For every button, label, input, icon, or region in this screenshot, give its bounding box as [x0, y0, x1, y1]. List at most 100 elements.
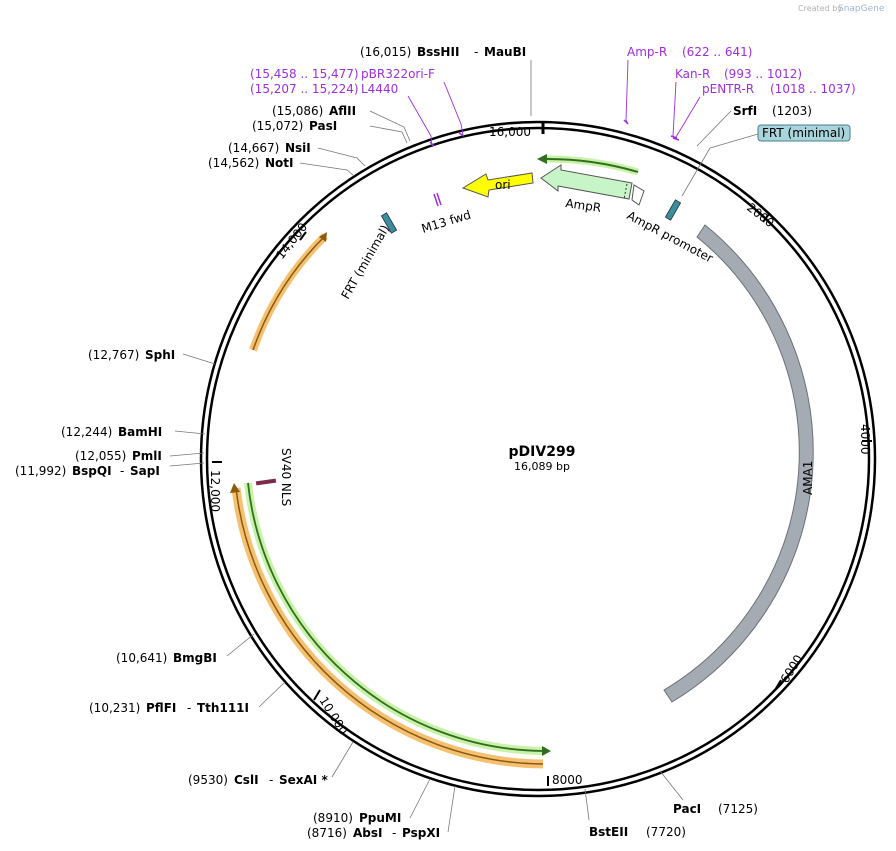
enzyme-pos-pflfi: (10,231) — [89, 701, 140, 715]
leader-bmgbi — [226, 633, 255, 657]
enzyme-name-bmgbi[interactable]: BmgBI — [173, 651, 217, 665]
primer-range-kan-r: (993 .. 1012) — [724, 67, 802, 81]
leader-pmli — [169, 452, 205, 457]
enzyme-name-pflfi[interactable]: PflFI — [146, 701, 176, 715]
orf-left-orange[interactable] — [252, 235, 326, 351]
enzyme-name-paci[interactable]: PacI — [673, 802, 701, 816]
tick-6000 — [774, 679, 782, 691]
leader-pflfi — [258, 681, 286, 708]
orf-bottom-orange[interactable] — [235, 487, 544, 765]
enzyme-pos-aflii: (15,086) — [272, 104, 323, 118]
leader-bamhi — [174, 430, 206, 435]
leader-amp-r — [625, 59, 629, 125]
credit-prefix: Created by — [798, 4, 842, 13]
enzyme-pos-bmgbi: (10,641) — [116, 651, 167, 665]
orf-bottom-green-head — [542, 746, 551, 756]
leader-nsii — [317, 147, 366, 167]
primer-range-amp-r: (622 .. 641) — [682, 45, 752, 59]
enzyme-pos-bamhi: (12,244) — [61, 425, 112, 439]
svg-text:-: - — [269, 773, 273, 787]
ruler-label-4000: 4000 — [858, 424, 872, 455]
svg-text:-: - — [392, 826, 396, 840]
leader-kan-r — [672, 81, 677, 137]
primer-name-pentr-r[interactable]: pENTR-R — [702, 82, 754, 96]
svg-text:-: - — [120, 464, 124, 478]
enzyme-pos-pasi: (15,072) — [252, 119, 303, 133]
leader-csli — [331, 741, 354, 778]
tick-14000 — [299, 231, 307, 241]
ampr-feature[interactable] — [540, 164, 633, 200]
enzyme-name-pasi[interactable]: PasI — [309, 119, 337, 133]
enzyme-name-bamhi[interactable]: BamHI — [118, 425, 162, 439]
enzyme-name-noti[interactable]: NotI — [265, 156, 294, 170]
ama1-feature[interactable] — [663, 224, 814, 703]
primer-range-l4440: (15,207 .. 15,224) — [250, 82, 359, 96]
ampr-divider — [623, 183, 628, 200]
m13-mark-b — [436, 192, 442, 206]
frt-box-leader — [709, 133, 759, 149]
ori-feature[interactable] — [461, 172, 534, 198]
leader-paci — [659, 770, 684, 801]
enzyme-pos-bsteii: (7720) — [646, 825, 686, 839]
enzyme-name-pmli[interactable]: PmlI — [132, 449, 162, 463]
enzyme-extra-csli[interactable]: SexAI * — [279, 773, 328, 787]
enzyme-name-bsteii[interactable]: BstEII — [589, 825, 628, 839]
enzyme-pos-absi: (8716) — [307, 826, 347, 840]
enzyme-name-bsshii[interactable]: BssHII — [417, 45, 459, 59]
ampr-promoter-feature[interactable] — [631, 184, 645, 206]
leader-pasi — [369, 125, 408, 144]
plasmid-size: 16,089 bp — [514, 460, 570, 473]
enzyme-labels: (16,015) BssHII - MauBI (15,086) AflII (… — [15, 45, 812, 840]
primer-mark-pbr322 — [458, 132, 465, 137]
orf-bottom-orange-head — [230, 483, 240, 493]
enzyme-name-bspqi[interactable]: BspQI — [72, 464, 112, 478]
leader-pbr322 — [443, 81, 464, 136]
enzyme-name-csli[interactable]: CslI — [234, 773, 259, 787]
enzyme-pos-srfi: (1203) — [772, 104, 812, 118]
snapgene-logo: SnapGene — [838, 4, 885, 14]
enzyme-name-absi[interactable]: AbsI — [353, 826, 382, 840]
frt-box-label: FRT (minimal) — [762, 126, 845, 140]
ama1-label: AMA1 — [801, 461, 815, 495]
leader-aflii — [369, 110, 411, 142]
leader-l4440 — [407, 95, 433, 147]
enzyme-name-srfi[interactable]: SrfI — [733, 104, 757, 118]
enzyme-name-aflii[interactable]: AflII — [329, 104, 356, 118]
primer-name-amp-r[interactable]: Amp-R — [627, 45, 667, 59]
primer-mark-l4440 — [429, 141, 435, 147]
orf-bottom-green[interactable] — [247, 482, 546, 752]
svg-text:-: - — [474, 45, 478, 59]
primer-labels: Amp-R (622 .. 641) Kan-R (993 .. 1012) p… — [250, 45, 856, 96]
enzyme-pos-csli: (9530) — [188, 773, 228, 787]
enzyme-name-sphi[interactable]: SphI — [145, 348, 175, 362]
enzyme-name-ppumi[interactable]: PpuMI — [359, 811, 401, 825]
enzyme-extra-pflfi[interactable]: Tth111I — [197, 701, 249, 715]
frt-right-feature[interactable] — [664, 199, 682, 221]
enzyme-pos-nsii: (14,667) — [228, 141, 279, 155]
enzyme-leaders — [169, 60, 732, 833]
orf-top-green[interactable] — [544, 157, 639, 173]
sv40-feature[interactable] — [255, 478, 277, 486]
primer-name-pbr322[interactable]: pBR322ori-F — [361, 67, 435, 81]
primer-name-kan-r[interactable]: Kan-R — [675, 67, 710, 81]
frt-box[interactable] — [757, 124, 851, 142]
leader-ppumi — [409, 778, 431, 819]
backbone-outer — [199, 120, 877, 798]
leader-absi — [447, 785, 456, 833]
primer-range-pbr322: (15,458 .. 15,477) — [250, 67, 359, 81]
sv40-label: SV40 NLS — [279, 448, 293, 506]
enzyme-extra-bsshii[interactable]: MauBI — [484, 45, 526, 59]
tick-10000 — [313, 689, 321, 701]
enzyme-name-nsii[interactable]: NsiI — [285, 141, 311, 155]
ruler-label-16000: 16,000 — [489, 125, 531, 139]
enzyme-extra-absi[interactable]: PspXI — [402, 826, 440, 840]
m13-label: M13 fwd — [420, 208, 473, 236]
m13-mark-a — [433, 193, 439, 207]
backbone-inner — [205, 126, 871, 792]
ruler-label-8000: 8000 — [552, 773, 583, 787]
enzyme-extra-bspqi[interactable]: SapI — [130, 464, 160, 478]
leader-noti — [299, 162, 355, 177]
frt-left-feature[interactable] — [380, 212, 398, 234]
primer-name-l4440[interactable]: L4440 — [361, 82, 398, 96]
